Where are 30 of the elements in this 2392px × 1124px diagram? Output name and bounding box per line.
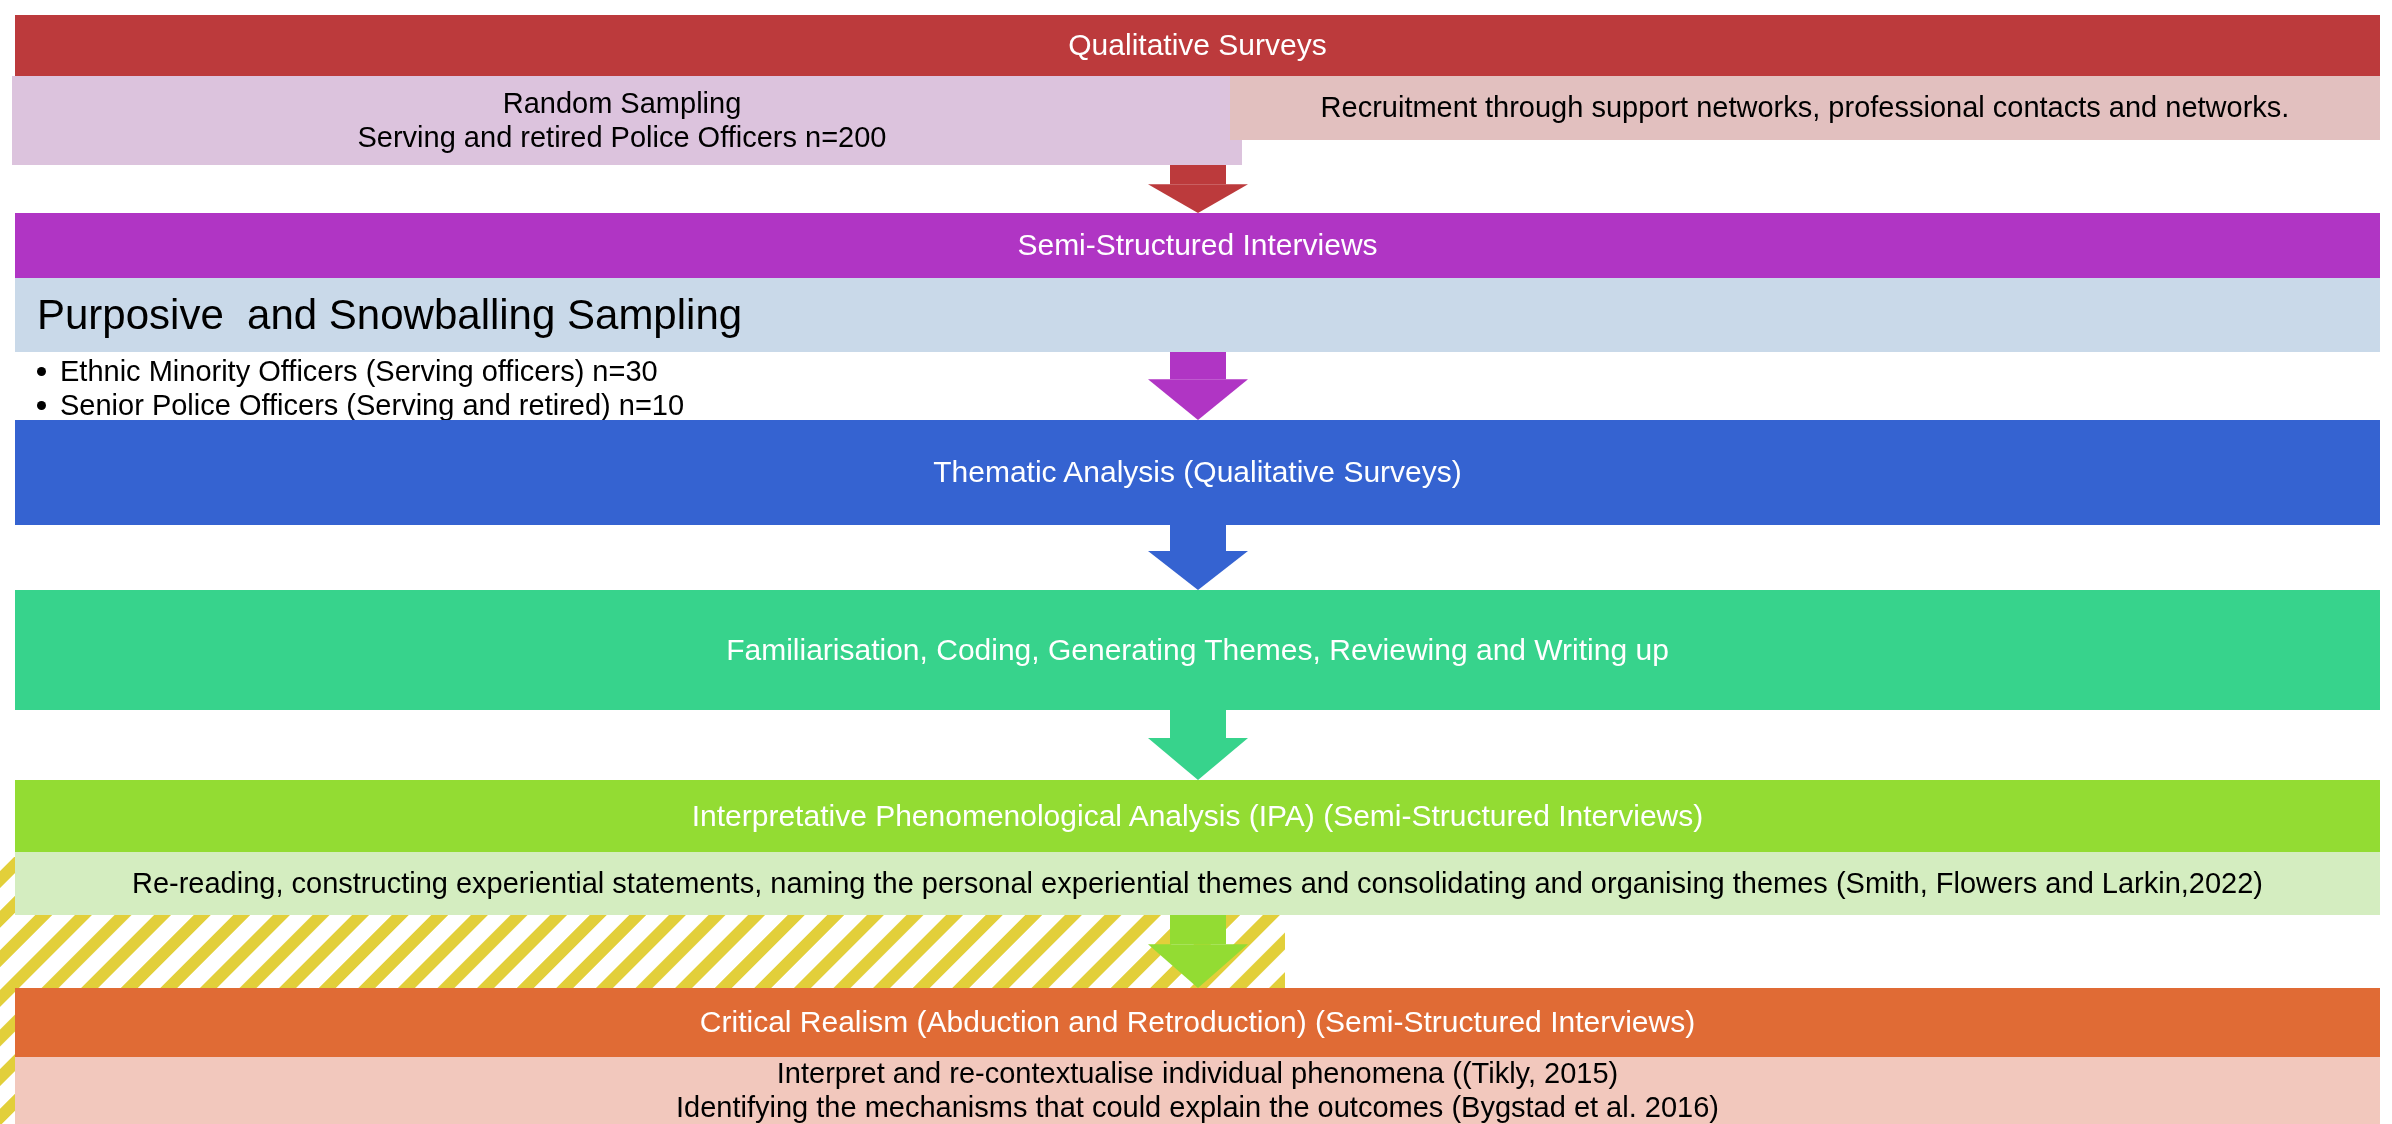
block-arrow [1148, 915, 1248, 988]
banner-title: Qualitative Surveys [1068, 29, 1327, 62]
step-banner [15, 213, 2380, 278]
box-text: Random Sampling [501, 88, 743, 120]
bullet-item: Ethnic Minority Officers (Serving officers) n=30 [60, 354, 658, 389]
box-text: Identifying the mechanisms that could explain the outcomes (Bygstad et al. 2016) [676, 1091, 1719, 1123]
content-box [15, 852, 2380, 915]
banner-title: Interpretative Phenomenological Analysis (IPA) (Semi-Structured Interviews) [691, 799, 1704, 833]
content-box [1230, 76, 2380, 140]
step-banner [15, 15, 2380, 76]
banner-title: Familiarisation, Coding, Generating Themes, Reviewing and Writing up [726, 633, 1669, 667]
box-text: Recruitment through support networks, professional contacts and networks. [1320, 92, 2290, 124]
banner-title: Semi-Structured Interviews [1017, 229, 1378, 262]
block-arrow [1148, 525, 1248, 590]
banner-title: Critical Realism (Abduction and Retroduction) (Semi-Structured Interviews) [699, 1006, 1696, 1039]
banner-title: Thematic Analysis (Qualitative Surveys) [933, 456, 1462, 489]
block-arrow [1148, 710, 1248, 780]
box-text: Re-reading, constructing experiential statements, naming the personal experiential themes and consolidating and organising themes (Smith, Flowers and Larkin,2022) [131, 867, 2264, 900]
block-arrow [1148, 352, 1248, 420]
step-banner [15, 780, 2380, 852]
box-heading: Purposive and Snowballing Sampling [37, 289, 743, 340]
step-banner [15, 590, 2380, 710]
content-box [15, 1057, 2380, 1124]
box-text: Serving and retired Police Officers n=200 [356, 121, 888, 153]
step-banner [15, 988, 2380, 1057]
bullet-item: Senior Police Officers (Serving and retired) n=10 [60, 388, 685, 423]
content-box [12, 76, 1242, 165]
box-text: Interpret and re-contextualise individual phenomena ((Tikly, 2015) [776, 1058, 1619, 1090]
step-banner [15, 420, 2380, 525]
block-arrow [1148, 165, 1248, 213]
